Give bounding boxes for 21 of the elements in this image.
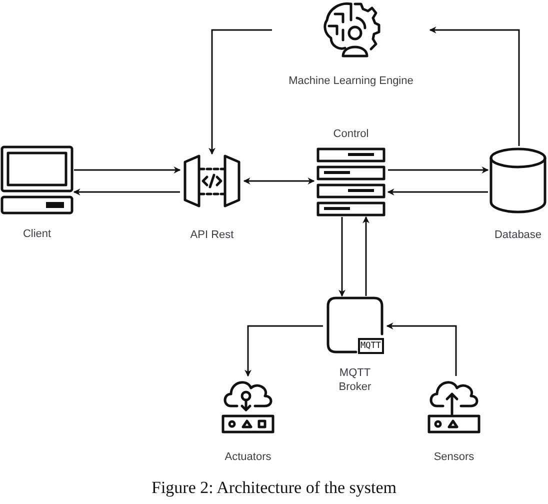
- arrow: [244, 325, 323, 377]
- arrow: [74, 166, 181, 174]
- node-label: Database: [494, 228, 542, 242]
- figure-caption: Figure 2: Architecture of the system: [150, 478, 398, 498]
- node-label: Machine Learning Engine: [288, 74, 414, 88]
- node-label: Actuators: [224, 450, 272, 464]
- arrow: [73, 188, 180, 196]
- arrow: [387, 188, 488, 196]
- arrow: [208, 29, 272, 155]
- arrow: [338, 217, 346, 297]
- node-label: Sensors: [434, 450, 474, 464]
- arrow: [429, 26, 520, 146]
- node-label: Client: [22, 227, 52, 242]
- arrow: [243, 178, 315, 184]
- node-label: Control: [333, 126, 369, 141]
- protocol-tag: MQTT: [358, 338, 384, 354]
- arrow: [362, 216, 370, 296]
- arrow: [388, 166, 489, 174]
- node-label: API Rest: [190, 228, 234, 242]
- node-label: MQTT Broker: [338, 366, 372, 395]
- arrow: [386, 322, 457, 376]
